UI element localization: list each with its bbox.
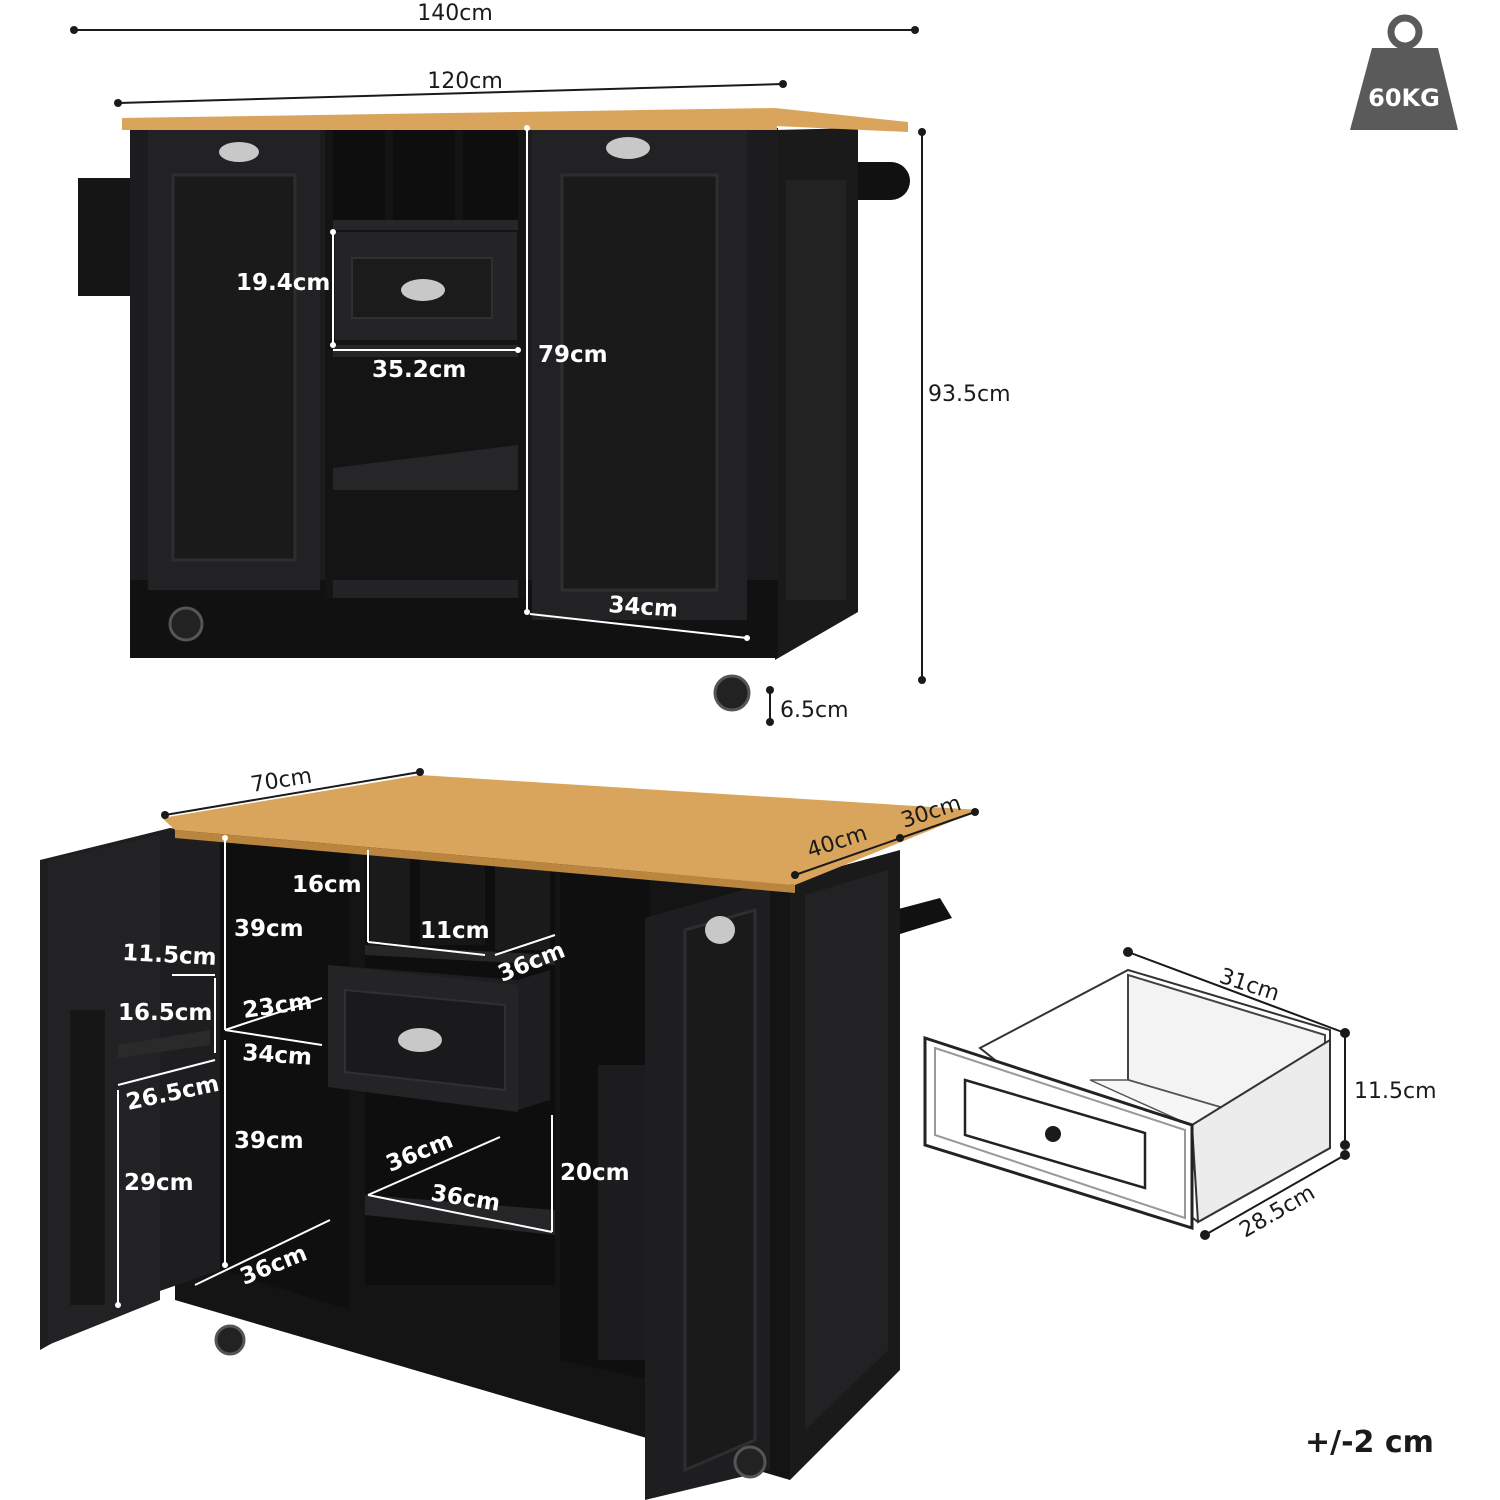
open-view-cabinet bbox=[40, 775, 980, 1500]
inner-height-label: 79cm bbox=[538, 342, 608, 368]
upper-height-label: 39cm bbox=[234, 916, 304, 942]
drawer-width-label: 35.2cm bbox=[372, 357, 466, 383]
top-width-label: 120cm bbox=[427, 69, 503, 94]
cubby-width-label: 11cm bbox=[420, 918, 490, 944]
open-dimension-lines bbox=[115, 768, 979, 1308]
total-width-label: 140cm bbox=[417, 1, 493, 26]
wheel-height-label: 6.5cm bbox=[780, 698, 849, 723]
drawer-height-label: 19.4cm bbox=[236, 270, 330, 296]
front-dimension-lines bbox=[70, 26, 926, 726]
weight-icon bbox=[1350, 14, 1458, 130]
weight-label: 60KG bbox=[1368, 84, 1440, 112]
door-width-label: 34cm bbox=[608, 592, 679, 623]
middle-height-label: 20cm bbox=[560, 1160, 630, 1186]
drawer-diagram bbox=[923, 968, 1331, 1231]
door-lower-height-label: 29cm bbox=[124, 1170, 194, 1196]
drawer-dimension-lines bbox=[1123, 947, 1350, 1240]
door-shelf-height-label: 16.5cm bbox=[118, 1000, 212, 1026]
tolerance-note: +/-2 cm bbox=[1305, 1425, 1434, 1460]
height-label: 93.5cm bbox=[928, 382, 1011, 407]
lower-height-label: 39cm bbox=[234, 1128, 304, 1154]
door-shelf-gap-label: 11.5cm bbox=[122, 940, 218, 971]
drawer-height-detail-label: 11.5cm bbox=[1354, 1079, 1437, 1104]
shelf-width-left-label: 34cm bbox=[242, 1040, 313, 1071]
front-view-cabinet bbox=[78, 108, 910, 712]
cubby-height-label: 16cm bbox=[292, 872, 362, 898]
depth-label: 70cm bbox=[249, 764, 314, 798]
